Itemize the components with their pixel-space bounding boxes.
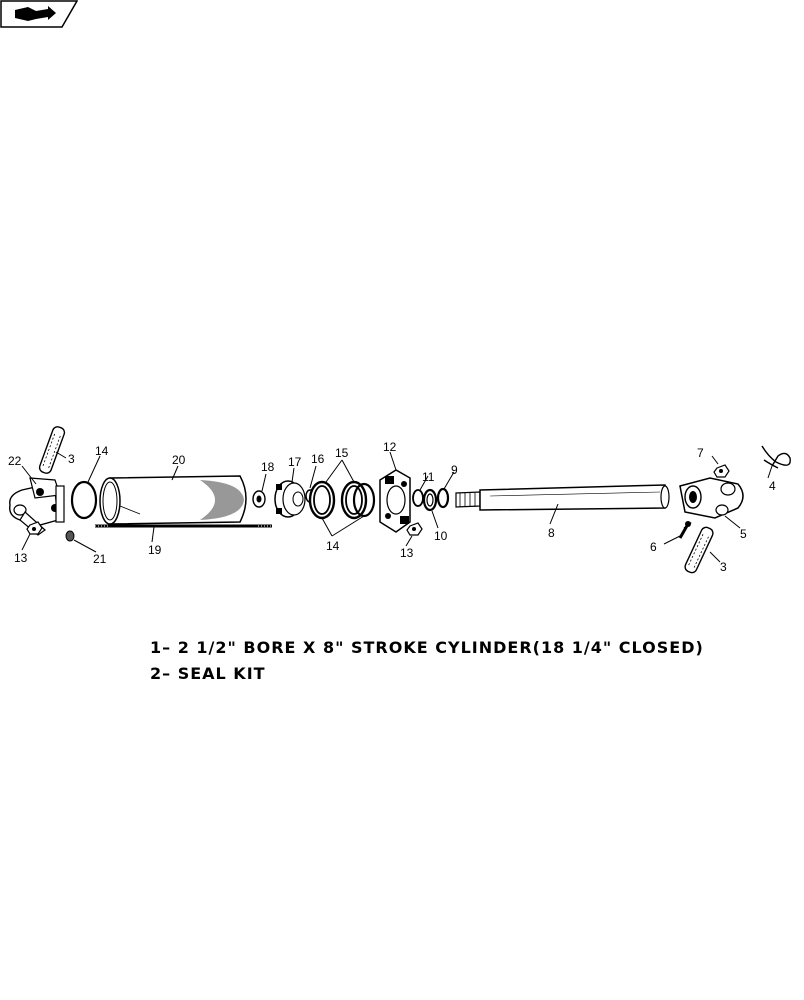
part-label: 18 <box>261 460 275 474</box>
part-label: 9 <box>451 463 458 477</box>
part-label: 10 <box>434 529 448 543</box>
part-label: 17 <box>288 455 302 469</box>
o-ring-14-left <box>70 480 98 520</box>
pin-3-right <box>684 526 714 574</box>
nut-7 <box>713 464 730 478</box>
arrow-right-icon <box>15 6 56 21</box>
part-label: 6 <box>650 540 657 554</box>
rod-8 <box>455 484 670 511</box>
nut-13-left <box>26 521 43 535</box>
nut-13-middle <box>406 522 423 536</box>
part-label: 22 <box>8 454 22 468</box>
bolt-6 <box>678 521 693 539</box>
part-label: 14 <box>326 539 340 553</box>
part-label: 21 <box>93 552 107 566</box>
part-label: 16 <box>311 452 325 466</box>
nav-back-tab[interactable] <box>0 0 78 28</box>
part-label: 13 <box>400 546 414 560</box>
cotter-pin-4 <box>761 445 791 469</box>
barrel-20 <box>99 475 247 525</box>
wiper-11 <box>412 489 424 507</box>
part-label: 5 <box>740 527 747 541</box>
part-label: 4 <box>769 479 776 493</box>
part-label: 19 <box>148 543 162 557</box>
leader-lines <box>21 451 773 563</box>
part-label: 12 <box>383 440 397 454</box>
part-label: 7 <box>697 446 704 460</box>
legend-item-cylinder: 1– 2 1/2" BORE X 8" STROKE CYLINDER(18 1… <box>150 638 704 657</box>
part-label: 13 <box>14 551 28 565</box>
piston-17 <box>274 480 306 518</box>
part-labels: 22 3 14 20 18 17 16 15 12 11 9 7 4 13 21… <box>8 440 776 574</box>
rod-seal-10 <box>422 488 438 512</box>
ring-18 <box>252 490 266 508</box>
head-12 <box>379 469 411 533</box>
rings-9 <box>436 487 450 509</box>
part-label: 3 <box>68 452 75 466</box>
part-label: 11 <box>422 470 435 484</box>
part-label: 15 <box>335 446 349 460</box>
part-label: 20 <box>172 453 186 467</box>
part-label: 14 <box>95 444 109 458</box>
legend-item-seal-kit: 2– SEAL KIT <box>150 664 266 683</box>
base-clevis <box>9 477 65 536</box>
rod-clevis-5 <box>679 477 744 519</box>
washer-21 <box>65 530 75 542</box>
part-label: 3 <box>720 560 727 574</box>
pin-3-left <box>38 426 66 474</box>
part-label: 8 <box>548 526 555 540</box>
